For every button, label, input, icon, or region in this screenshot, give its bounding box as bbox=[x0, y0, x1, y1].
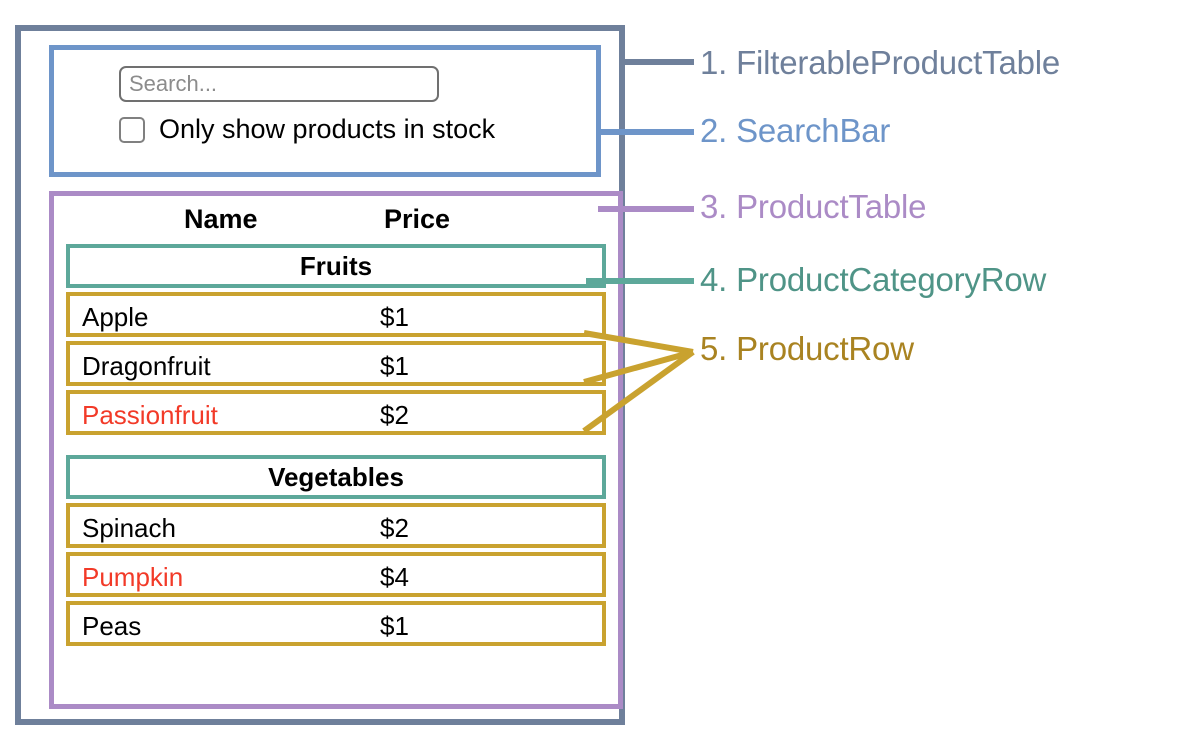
product-price: $1 bbox=[380, 302, 409, 332]
product-name: Peas bbox=[82, 611, 142, 641]
product-price: $2 bbox=[380, 513, 409, 543]
product-table: Name Price Fruits Apple $1 Dragonfruit $… bbox=[49, 191, 623, 709]
product-price: $4 bbox=[380, 562, 409, 592]
product-row: Apple $1 bbox=[66, 292, 606, 337]
search-input[interactable] bbox=[119, 66, 439, 102]
product-name: Pumpkin bbox=[82, 562, 184, 592]
product-row: Peas $1 bbox=[66, 601, 606, 646]
column-header-name: Name bbox=[184, 204, 258, 234]
in-stock-checkbox-label: Only show products in stock bbox=[159, 114, 496, 144]
product-price: $1 bbox=[380, 611, 409, 641]
legend-item-search-bar: 2. SearchBar bbox=[700, 112, 891, 149]
in-stock-filter-row[interactable]: Only show products in stock bbox=[119, 116, 596, 143]
legend-item-filterable-product-table: 1. FilterableProductTable bbox=[700, 44, 1061, 81]
product-row: Spinach $2 bbox=[66, 503, 606, 548]
product-name: Dragonfruit bbox=[82, 351, 211, 381]
product-category-label: Vegetables bbox=[268, 461, 404, 492]
product-name: Apple bbox=[82, 302, 149, 332]
product-row: Dragonfruit $1 bbox=[66, 341, 606, 386]
product-table-header: Name Price bbox=[54, 196, 618, 244]
legend-item-product-row: 5. ProductRow bbox=[700, 330, 914, 367]
search-input-wrapper bbox=[119, 66, 596, 102]
product-row: Passionfruit $2 bbox=[66, 390, 606, 435]
product-row: Pumpkin $4 bbox=[66, 552, 606, 597]
product-table-rows: Fruits Apple $1 Dragonfruit $1 Passionfr… bbox=[66, 244, 606, 646]
product-price: $1 bbox=[380, 351, 409, 381]
legend-item-product-category-row: 4. ProductCategoryRow bbox=[700, 261, 1047, 298]
product-category-row: Fruits bbox=[66, 244, 606, 288]
column-header-price: Price bbox=[384, 204, 451, 234]
product-category-label: Fruits bbox=[299, 250, 373, 281]
product-name: Passionfruit bbox=[82, 400, 218, 430]
product-price: $2 bbox=[380, 400, 409, 430]
filterable-product-table: Only show products in stock Name Price F… bbox=[15, 25, 625, 725]
product-name: Spinach bbox=[82, 513, 176, 543]
search-bar: Only show products in stock bbox=[49, 45, 601, 177]
product-category-row: Vegetables bbox=[66, 455, 606, 499]
legend-item-product-table: 3. ProductTable bbox=[700, 188, 927, 225]
in-stock-checkbox[interactable] bbox=[119, 116, 145, 143]
